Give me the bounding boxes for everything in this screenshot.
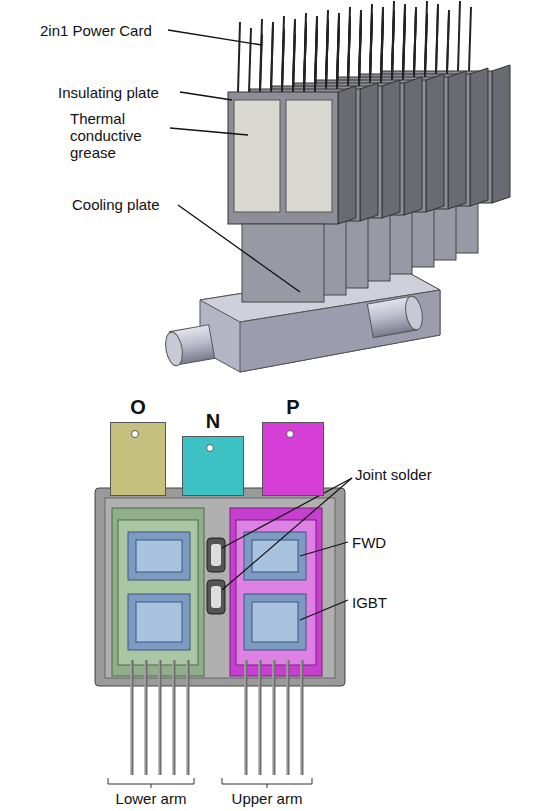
power-card-stack [228, 1, 510, 302]
terminal-label: N [182, 410, 244, 432]
terminal-hole [206, 444, 214, 452]
part-label: IGBT [352, 594, 387, 611]
terminal-hole [286, 430, 294, 438]
bracket [108, 778, 312, 788]
part-label: Insulating plate [58, 84, 159, 101]
terminal-label: P [262, 396, 324, 418]
terminal-hole [131, 430, 139, 438]
part-label: Thermal conductive grease [70, 110, 168, 161]
leader-line [168, 30, 300, 292]
part-label: Cooling plate [72, 196, 160, 213]
terminal-label: O [110, 396, 166, 418]
terminal-tab: O [110, 396, 166, 496]
terminal-tab: P [262, 396, 324, 496]
part-label: FWD [352, 534, 386, 551]
control-pins [131, 660, 302, 775]
group-label: Upper arm [222, 790, 312, 807]
power-card-module [95, 488, 345, 686]
part-label: Joint solder [355, 466, 432, 483]
part-label: 2in1 Power Card [40, 22, 152, 39]
leader-line [222, 478, 352, 620]
terminal-tab: N [182, 410, 244, 496]
group-label: Lower arm [108, 790, 194, 807]
power-card [228, 22, 356, 302]
